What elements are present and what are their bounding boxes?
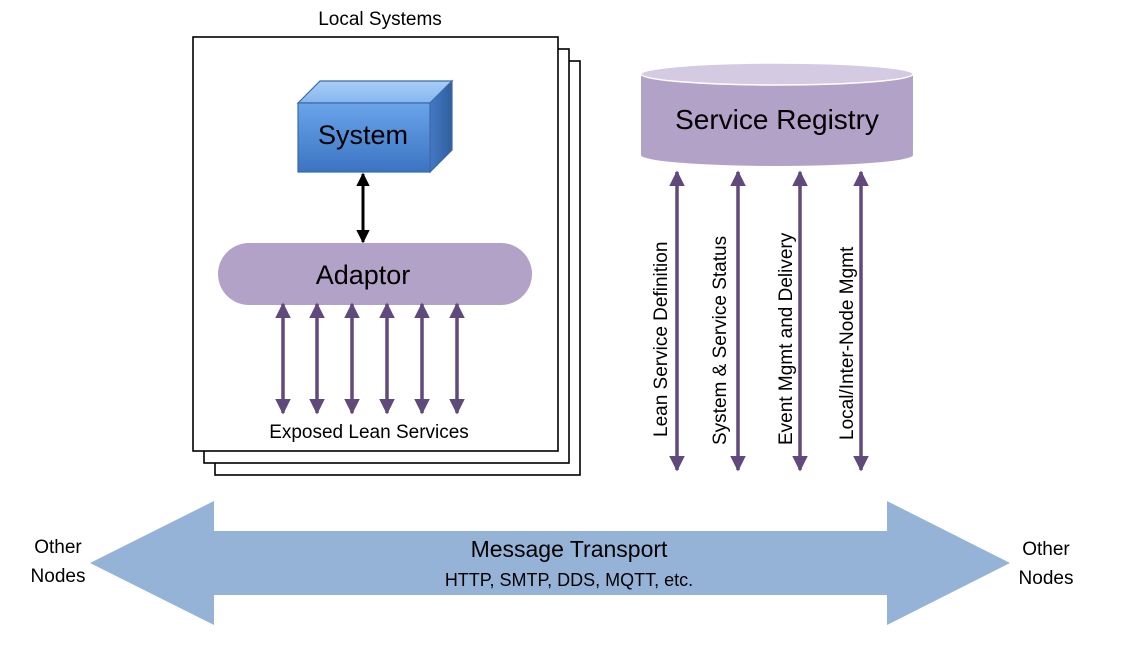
channel-label-event-mgmt-delivery: Event Mgmt and Delivery (776, 232, 797, 445)
registry-channels: Lean Service Definition System & Service… (651, 170, 869, 472)
channel-label-lean-service-definition: Lean Service Definition (651, 242, 672, 437)
service-registry-label: Service Registry (675, 104, 879, 135)
channel-label-system-service-status: System & Service Status (710, 236, 731, 445)
registry-top (640, 62, 914, 86)
right-endpoint-line-2: Nodes (1019, 568, 1074, 589)
system-box-top (296, 80, 454, 104)
adaptor-pill (218, 243, 532, 305)
left-endpoint-line-2: Nodes (31, 566, 86, 587)
exposed-services-label: Exposed Lean Services (269, 422, 469, 443)
adaptor-label: Adaptor (316, 260, 411, 290)
system-box: System (296, 79, 454, 174)
local-systems-title: Local Systems (318, 9, 442, 30)
message-transport-arrow (90, 501, 1010, 625)
service-registry-cylinder: Service Registry (640, 62, 914, 166)
channel-label-local-inter-node-mgmt: Local/Inter-Node Mgmt (837, 246, 858, 440)
exposed-service-arrows (275, 302, 465, 415)
right-endpoint-line-1: Other (1022, 539, 1070, 560)
system-box-front (297, 102, 431, 173)
message-transport-protocols: HTTP, SMTP, DDS, MQTT, etc. (445, 570, 693, 590)
left-endpoint-line-1: Other (34, 537, 82, 558)
system-label: System (318, 120, 408, 150)
registry-body (641, 74, 913, 166)
message-transport-title: Message Transport (471, 536, 668, 562)
